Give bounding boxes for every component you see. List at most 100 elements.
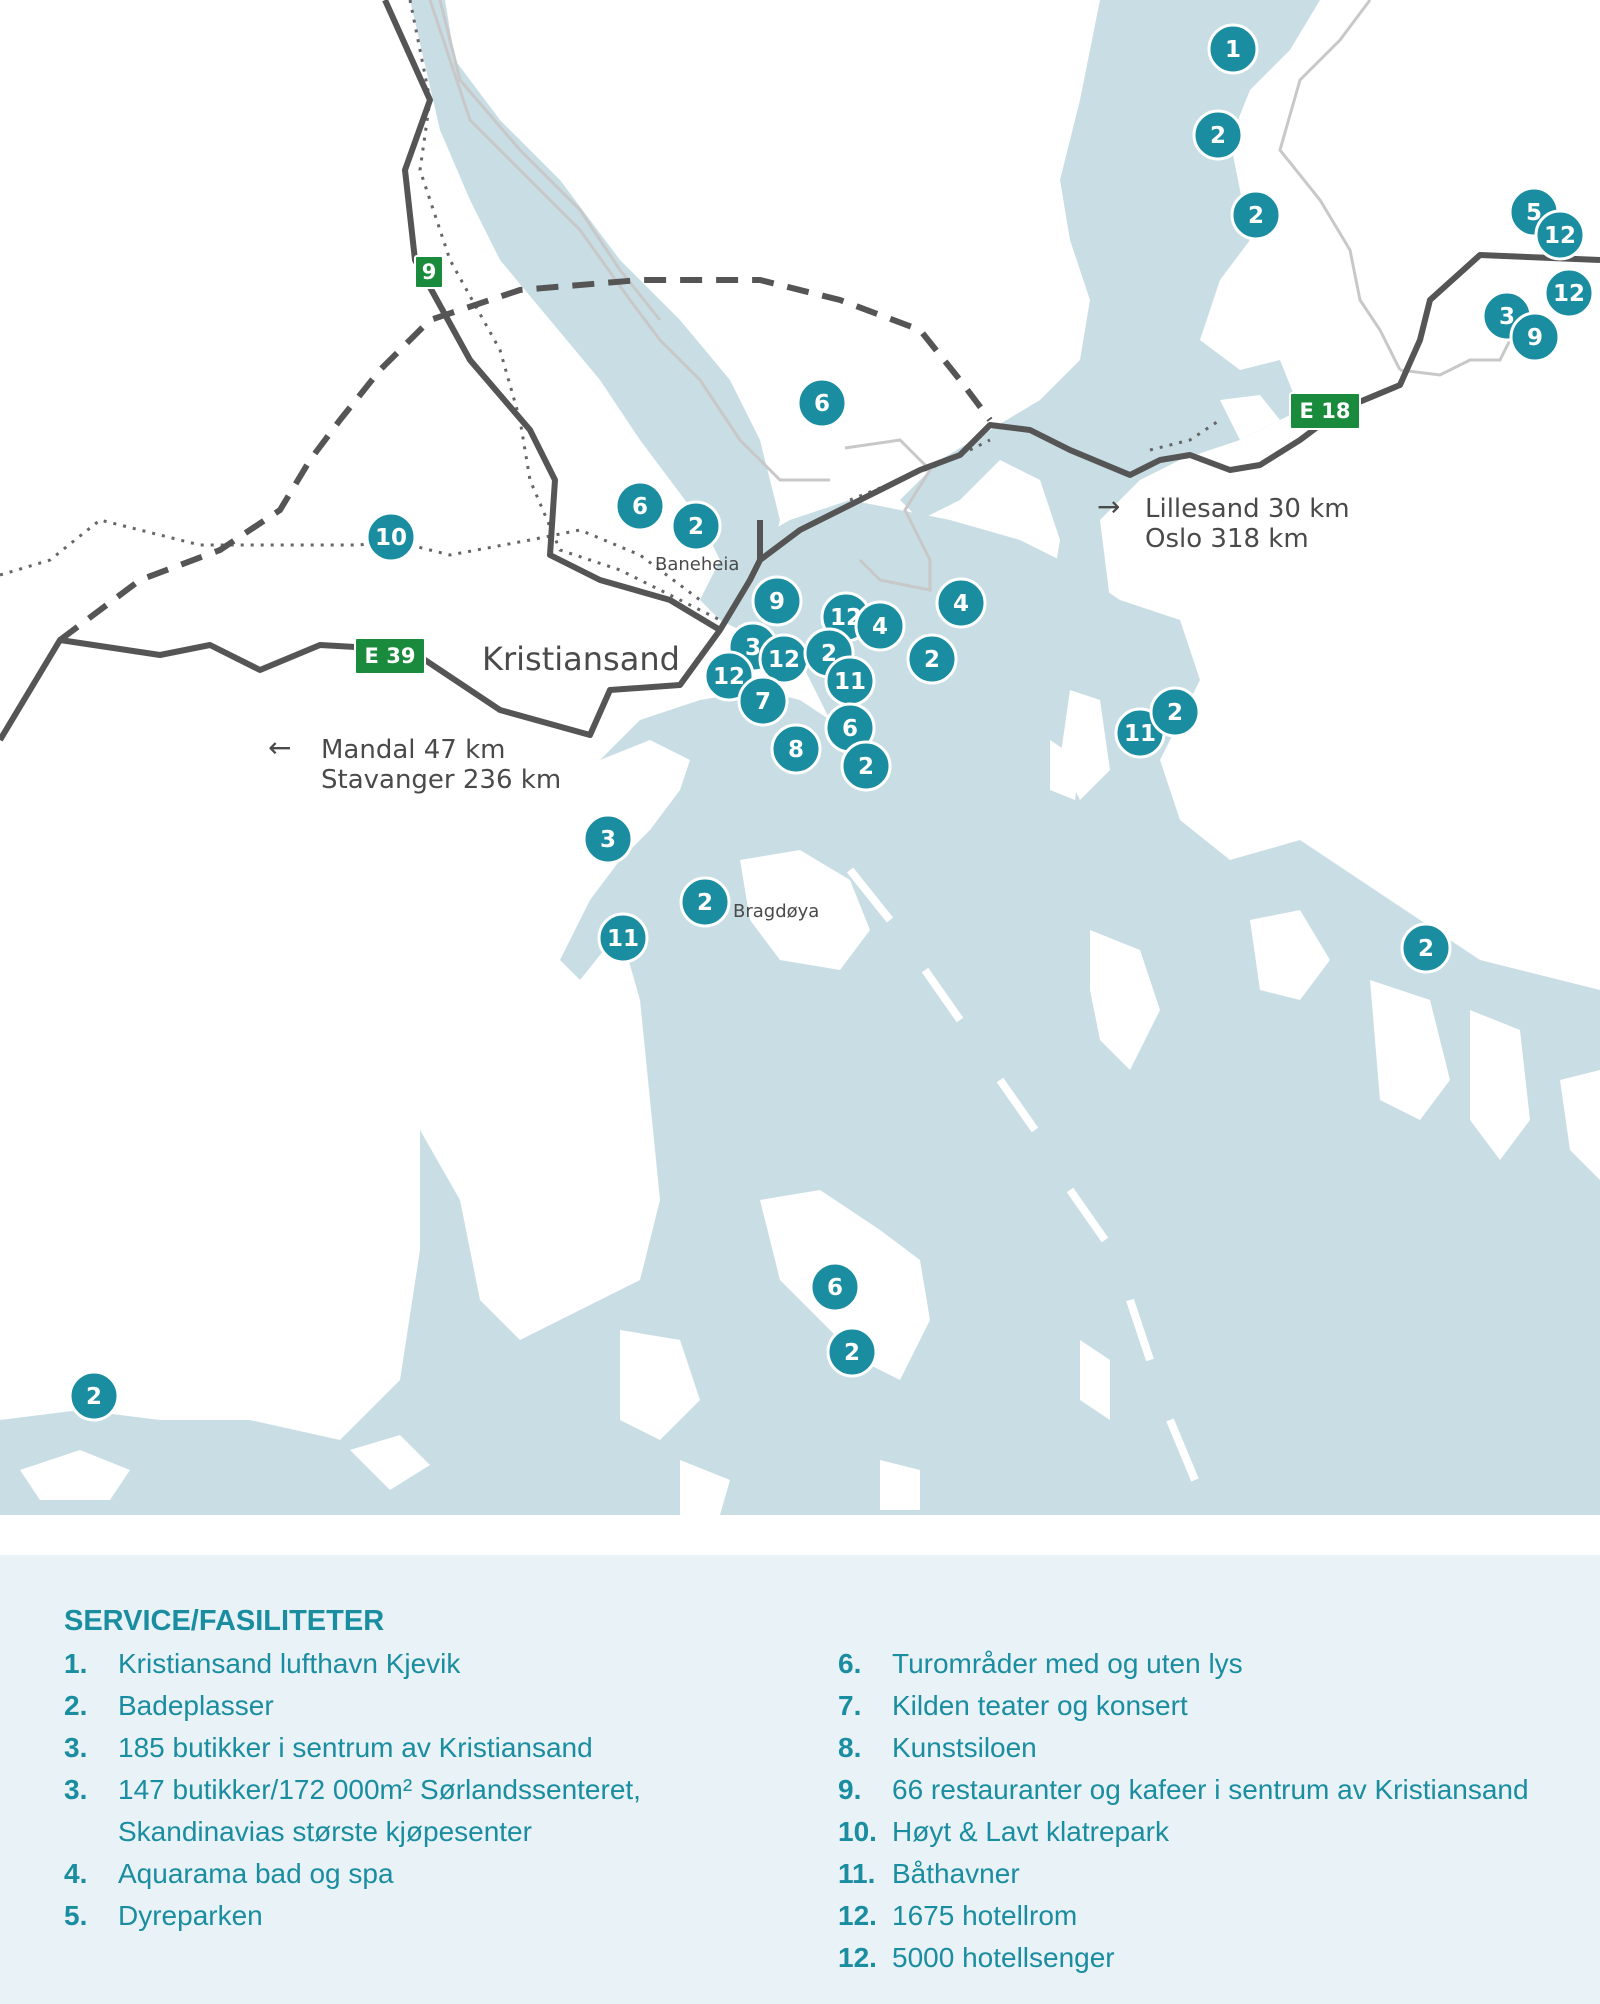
map-area[interactable]: E 39 E 18 9 Kristiansand Baneheia Bragdø…: [0, 0, 1600, 1515]
poi-marker-circle[interactable]: [1543, 267, 1595, 319]
poi-marker-label: 11: [607, 926, 639, 952]
poi-marker-6[interactable]: 6: [824, 702, 876, 754]
poi-marker-circle[interactable]: [365, 511, 417, 563]
poi-marker-2[interactable]: 2: [1149, 686, 1201, 738]
poi-marker-circle[interactable]: [770, 723, 822, 775]
poi-marker-9[interactable]: 9: [751, 575, 803, 627]
poi-marker-9[interactable]: 9: [1509, 311, 1561, 363]
poi-marker-circle[interactable]: [796, 377, 848, 429]
poi-marker-circle[interactable]: [1149, 686, 1201, 738]
direction-arrow-east: →: [1097, 490, 1120, 523]
legend-item: 12. 5000 hotellsenger: [838, 1937, 1578, 1979]
poi-marker-2[interactable]: 2: [670, 500, 722, 552]
poi-marker-circle[interactable]: [751, 575, 803, 627]
secondary-roads: [428, 0, 1512, 592]
legend-item-text: 1675 hotellrom: [892, 1900, 1078, 1931]
map-canvas[interactable]: E 39 E 18 9 Kristiansand Baneheia Bragdø…: [0, 0, 1600, 1515]
poi-marker-circle[interactable]: [809, 1261, 861, 1313]
poi-marker-12[interactable]: 12: [1534, 209, 1586, 261]
legend-item-number: 10.: [838, 1816, 877, 1847]
poi-marker-11[interactable]: 11: [824, 655, 876, 707]
legend-item-text: Høyt & Lavt klatrepark: [892, 1816, 1169, 1847]
poi-marker-circle[interactable]: [1192, 109, 1244, 161]
poi-marker-label: 12: [713, 664, 745, 690]
poi-marker-7[interactable]: 7: [737, 675, 789, 727]
poi-marker-12[interactable]: 12: [1543, 267, 1595, 319]
poi-marker-circle[interactable]: [670, 500, 722, 552]
legend-item: 1.Kristiansand lufthavn Kjevik: [64, 1643, 764, 1685]
poi-marker-3[interactable]: 3: [582, 813, 634, 865]
legend-item-text: Kunstsiloen: [892, 1732, 1037, 1763]
poi-marker-12[interactable]: 12: [703, 650, 755, 702]
poi-marker-4[interactable]: 4: [854, 600, 906, 652]
bay-east: [1300, 900, 1600, 1100]
poi-marker-label: 5: [1526, 200, 1542, 226]
poi-marker-circle[interactable]: [679, 876, 731, 928]
poi-marker-label: 2: [1418, 936, 1434, 962]
road-shield-rv9-label: 9: [422, 260, 437, 284]
poi-marker-label: 4: [872, 614, 888, 640]
legend-item: 2.Badeplasser: [64, 1685, 764, 1727]
legend-item-text: 147 butikker/172 000m² Sørlandssenteret,: [118, 1774, 641, 1805]
poi-marker-circle[interactable]: [737, 675, 789, 727]
poi-marker-circle[interactable]: [906, 633, 958, 685]
poi-marker-6[interactable]: 6: [614, 480, 666, 532]
poi-marker-6[interactable]: 6: [809, 1261, 861, 1313]
poi-marker-2[interactable]: 2: [1230, 189, 1282, 241]
poi-marker-label: 11: [834, 669, 866, 695]
poi-marker-label: 2: [821, 641, 837, 667]
poi-marker-2[interactable]: 2: [906, 633, 958, 685]
poi-marker-circle[interactable]: [935, 577, 987, 629]
poi-marker-circle[interactable]: [840, 740, 892, 792]
poi-marker-2[interactable]: 2: [840, 740, 892, 792]
poi-marker-label: 11: [1124, 721, 1156, 747]
poi-marker-circle[interactable]: [703, 650, 755, 702]
poi-marker-6[interactable]: 6: [796, 377, 848, 429]
legend-title: SERVICE/FASILITETER: [64, 1605, 385, 1637]
poi-marker-label: 12: [768, 647, 800, 673]
poi-marker-11[interactable]: 11: [597, 912, 649, 964]
legend-item-text: 185 butikker i sentrum av Kristiansand: [118, 1732, 593, 1763]
poi-marker-circle[interactable]: [854, 600, 906, 652]
poi-marker-1[interactable]: 1: [1207, 23, 1259, 75]
poi-marker-circle[interactable]: [826, 1326, 878, 1378]
legend-panel: SERVICE/FASILITETER 1.Kristiansand lufth…: [0, 1555, 1600, 2004]
poi-marker-2[interactable]: 2: [68, 1370, 120, 1422]
poi-marker-label: 12: [1544, 223, 1576, 249]
poi-marker-2[interactable]: 2: [1400, 922, 1452, 974]
poi-marker-circle[interactable]: [1207, 23, 1259, 75]
fjord-north: [900, 0, 1320, 720]
poi-marker-circle[interactable]: [1230, 189, 1282, 241]
poi-marker-8[interactable]: 8: [770, 723, 822, 775]
poi-marker-label: 8: [788, 737, 804, 763]
poi-marker-circle[interactable]: [1534, 209, 1586, 261]
poi-marker-label: 6: [827, 1275, 843, 1301]
poi-marker-circle[interactable]: [68, 1370, 120, 1422]
legend-item-text: Turområder med og uten lys: [892, 1648, 1243, 1679]
legend-item-number: 4.: [64, 1858, 88, 1889]
shipping-lane: [846, 867, 1199, 1482]
legend-item-text: 5000 hotellsenger: [892, 1942, 1115, 1973]
poi-marker-10[interactable]: 10: [365, 511, 417, 563]
poi-marker-circle[interactable]: [582, 813, 634, 865]
ring-road-dashed: [58, 277, 993, 643]
poi-marker-2[interactable]: 2: [1192, 109, 1244, 161]
road-shield-e39: E 39: [354, 637, 426, 675]
poi-marker-4[interactable]: 4: [935, 577, 987, 629]
poi-marker-label: 2: [1167, 700, 1183, 726]
poi-marker-circle[interactable]: [597, 912, 649, 964]
legend-item: 10. Høyt & Lavt klatrepark: [838, 1811, 1578, 1853]
poi-marker-circle[interactable]: [1509, 311, 1561, 363]
poi-marker-label: 3: [745, 635, 761, 661]
legend-item-number: 12.: [838, 1942, 877, 1973]
poi-marker-2[interactable]: 2: [826, 1326, 878, 1378]
road-shield-e18-label: E 18: [1300, 399, 1351, 423]
poi-marker-12[interactable]: 12: [758, 633, 810, 685]
poi-marker-circle[interactable]: [1400, 922, 1452, 974]
direction-east-line1: Lillesand 30 km: [1145, 494, 1350, 524]
poi-marker-2[interactable]: 2: [679, 876, 731, 928]
poi-marker-circle[interactable]: [614, 480, 666, 532]
